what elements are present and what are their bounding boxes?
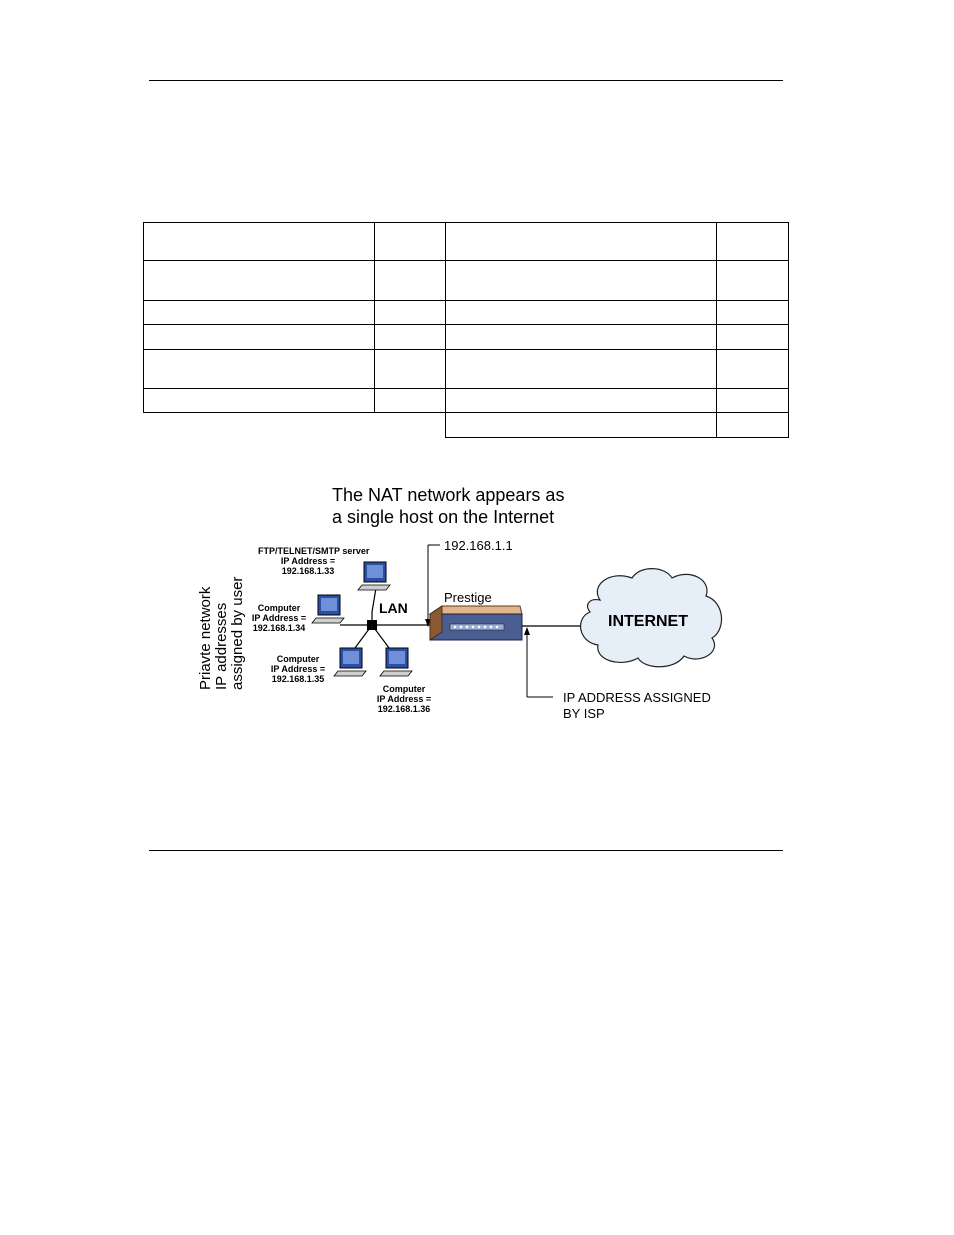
server-computer-icon <box>357 561 391 591</box>
side-label-line2: IP addresses <box>213 602 230 690</box>
table-cell <box>716 412 789 438</box>
header-rule <box>149 80 783 81</box>
computer-35-icon <box>333 647 367 677</box>
footer-rule <box>149 850 783 851</box>
isp-label-line2: BY ISP <box>563 706 605 721</box>
side-label-line1: Priavte network <box>197 586 214 690</box>
router-ip-label: 192.168.1.1 <box>444 538 513 553</box>
computer-34-icon <box>311 594 345 624</box>
diagram-title-line1: The NAT network appears as <box>332 485 565 505</box>
diagram-title-line2: a single host on the Internet <box>332 507 555 527</box>
router-icon <box>428 605 523 641</box>
internet-label: INTERNET <box>608 613 688 630</box>
server-label: FTP/TELNET/SMTP server IP Address = 192.… <box>258 546 370 576</box>
spec-table <box>0 0 954 460</box>
side-label-line3: assigned by user <box>229 576 246 690</box>
internet-cloud-icon <box>580 568 723 668</box>
lan-label: LAN <box>379 600 408 616</box>
computer-36-icon <box>379 647 413 677</box>
isp-label-line1: IP ADDRESS ASSIGNED <box>563 690 711 705</box>
computer-35-label: Computer IP Address = 192.168.1.35 <box>270 654 326 684</box>
router-name-label: Prestige <box>444 590 492 605</box>
computer-36-label: Computer IP Address = 192.168.1.36 <box>376 684 432 714</box>
computer-34-label: Computer IP Address = 192.168.1.34 <box>251 603 307 633</box>
